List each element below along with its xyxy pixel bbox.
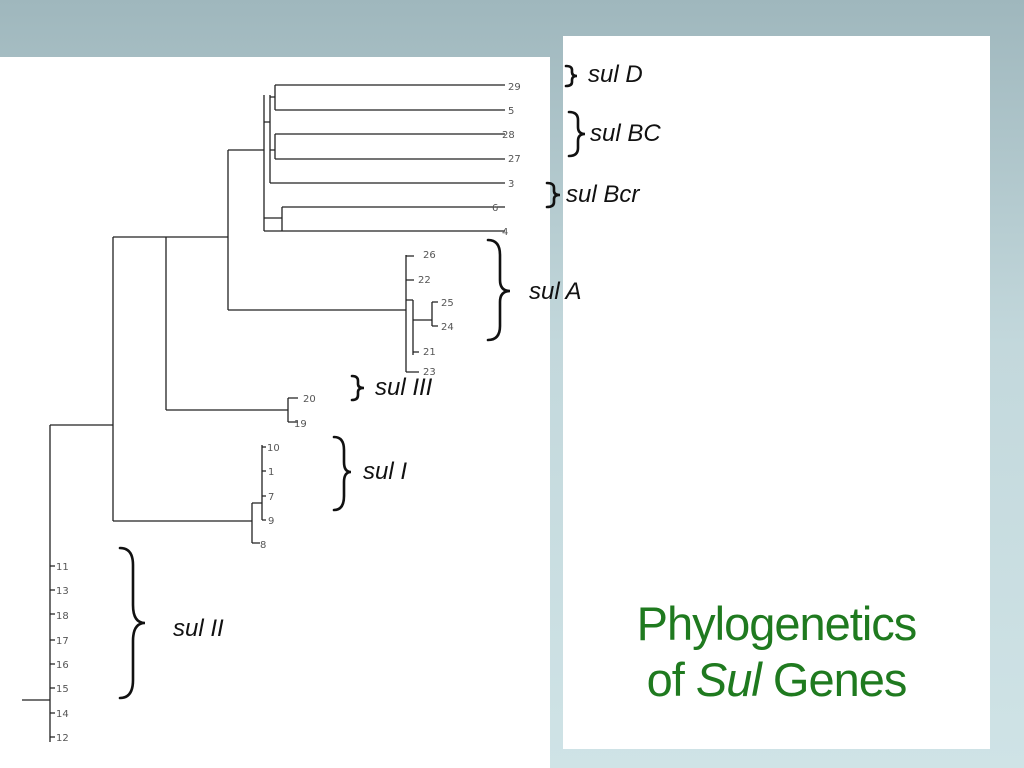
brace-sul-ii: [118, 546, 146, 700]
brace-sul-d: [564, 64, 578, 88]
brace-sul-bcr: [545, 181, 561, 209]
leaf-label: 8: [260, 540, 266, 551]
clade-labels: sul D sul BC sul Bcr sul A sul III sul I…: [173, 61, 661, 642]
leaf-label: 22: [418, 275, 431, 286]
leaf-label: 20: [303, 394, 316, 405]
leaf-label: 4: [502, 227, 508, 238]
clade-braces: [118, 64, 586, 700]
leaf-label: 9: [268, 516, 274, 527]
leaf-label: 10: [267, 443, 280, 454]
leaf-label: 17: [56, 636, 69, 647]
brace-sul-bc: [567, 110, 586, 158]
brace-sul-i: [332, 435, 352, 512]
leaf-label: 24: [441, 322, 454, 333]
clade-label-sul-ii: sul II: [173, 615, 224, 642]
clade-label-sul-i: sul I: [363, 458, 407, 485]
leaf-label: 23: [423, 367, 436, 378]
leaf-label: 3: [508, 179, 514, 190]
leaf-label: 16: [56, 660, 69, 671]
brace-sul-iii: [350, 374, 365, 402]
slide-title: Phylogenetics of Sul Genes: [563, 596, 990, 708]
leaf-label: 6: [492, 203, 498, 214]
title-genes: Genes: [760, 653, 907, 706]
leaf-label: 26: [423, 250, 436, 261]
leaf-label: 25: [441, 298, 454, 309]
clade-label-sul-bc: sul BC: [590, 120, 661, 147]
leaf-label: 7: [268, 492, 274, 503]
title-sul: Sul: [695, 653, 762, 706]
tree-panel: [0, 57, 550, 768]
leaf-label: 11: [56, 562, 69, 573]
title-line-2: of Sul Genes: [563, 652, 990, 708]
title-line-1: Phylogenetics: [636, 597, 918, 650]
leaf-label: 13: [56, 586, 69, 597]
clade-label-sul-a: sul A: [529, 278, 581, 305]
leaf-label: 28: [502, 130, 515, 141]
leaf-label: 15: [56, 684, 69, 695]
clade-label-sul-bcr: sul Bcr: [566, 181, 640, 208]
leaf-label: 29: [508, 82, 521, 93]
clade-label-sul-d: sul D: [588, 61, 643, 88]
leaf-labels: 29 5 28 27 3 6 4 26 22 25 24 21 23 20 19…: [56, 82, 521, 744]
leaf-label: 19: [294, 419, 307, 430]
leaf-label: 27: [508, 154, 521, 165]
tree-edges: [22, 84, 505, 742]
leaf-label: 21: [423, 347, 436, 358]
leaf-label: 1: [268, 467, 274, 478]
leaf-label: 5: [508, 106, 514, 117]
title-of: of: [646, 653, 696, 706]
clade-label-sul-iii: sul III: [375, 374, 433, 401]
brace-sul-a: [486, 238, 511, 342]
leaf-label: 14: [56, 709, 69, 720]
leaf-label: 18: [56, 611, 69, 622]
leaf-label: 12: [56, 733, 69, 744]
title-panel: Phylogenetics of Sul Genes: [563, 36, 990, 749]
